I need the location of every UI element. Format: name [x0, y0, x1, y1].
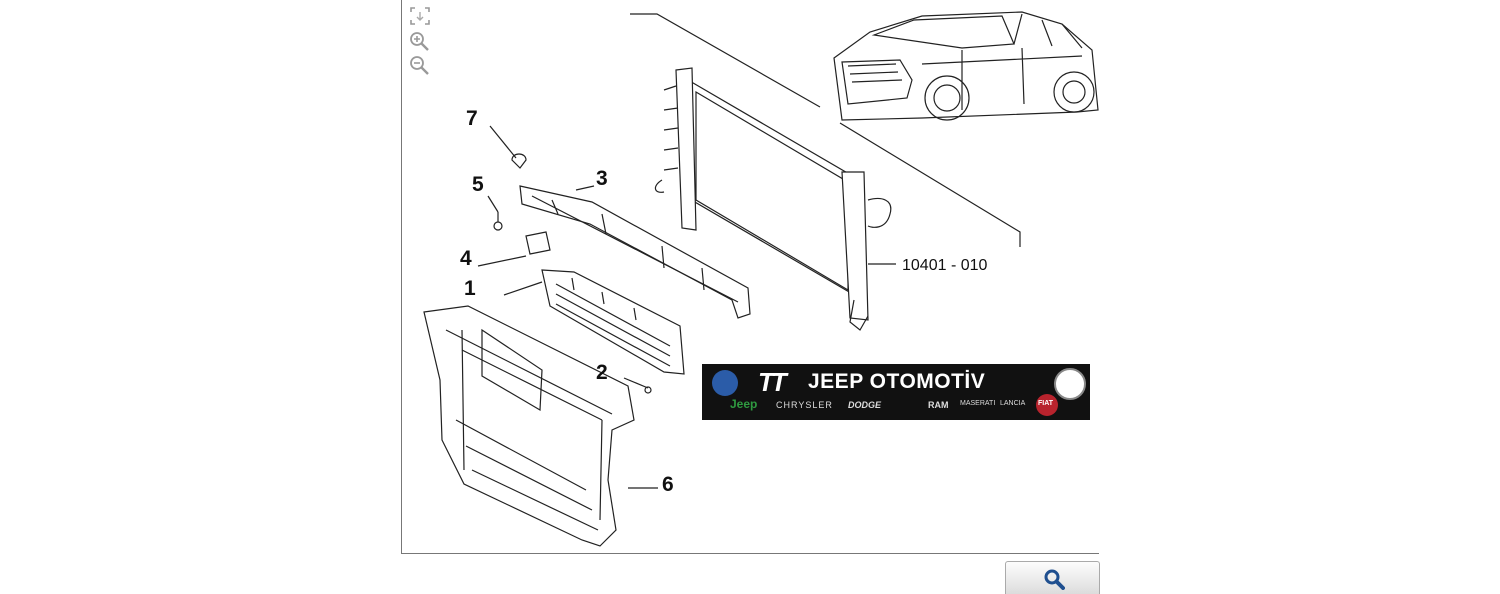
alfa-romeo-logo-icon [1054, 368, 1086, 400]
screw-part-2 [623, 377, 652, 394]
leader-line [839, 122, 1021, 247]
watermark-banner: TT JEEP OTOMOTİV Jeep CHRYSLER DODGE RAM… [702, 364, 1090, 420]
brand-jeep: Jeep [730, 397, 758, 411]
bracket-part-4 [477, 231, 551, 267]
callout-1: 1 [464, 277, 476, 300]
radiator-assembly [654, 67, 896, 331]
leader-line [630, 13, 821, 108]
callout-2: 2 [596, 361, 608, 384]
brand-lancia: LANCIA [1000, 400, 1026, 407]
exploded-parts-drawing [423, 11, 1099, 547]
banner-title: JEEP OTOMOTİV [808, 370, 986, 393]
callout-7: 7 [466, 107, 478, 130]
mopar-logo-icon [712, 370, 738, 396]
active-grille-shutter [503, 269, 685, 375]
clip-part-7 [489, 125, 527, 169]
brand-dodge: DODGE [848, 400, 882, 410]
callout-3: 3 [596, 167, 608, 190]
upper-crossmember [519, 185, 751, 319]
search-button[interactable] [1005, 561, 1100, 594]
brand-chrysler: CHRYSLER [776, 400, 833, 410]
screw-part-5 [487, 195, 503, 231]
brand-fiat: FIAT [1038, 400, 1054, 407]
reference-label: 10401 - 010 [902, 257, 988, 274]
brand-maserati: MASERATI [960, 400, 996, 407]
front-end-carrier [423, 305, 658, 547]
magnifier-icon [1044, 569, 1065, 590]
tt-logo: TT [758, 367, 787, 397]
callout-5: 5 [472, 173, 484, 196]
zoom-in-icon[interactable] [408, 30, 434, 52]
zoom-out-icon[interactable] [408, 54, 434, 76]
fit-to-screen-icon[interactable] [408, 5, 434, 27]
fiat-logo-icon: FIAT [1036, 394, 1058, 416]
callout-4: 4 [460, 247, 472, 270]
parts-diagram-viewer: 7 5 3 4 1 2 6 10401 - 010 TT JEEP OTOMOT… [401, 0, 1099, 554]
brand-ram: RAM [928, 400, 949, 410]
vehicle-illustration [833, 11, 1099, 121]
callout-6: 6 [662, 473, 674, 496]
